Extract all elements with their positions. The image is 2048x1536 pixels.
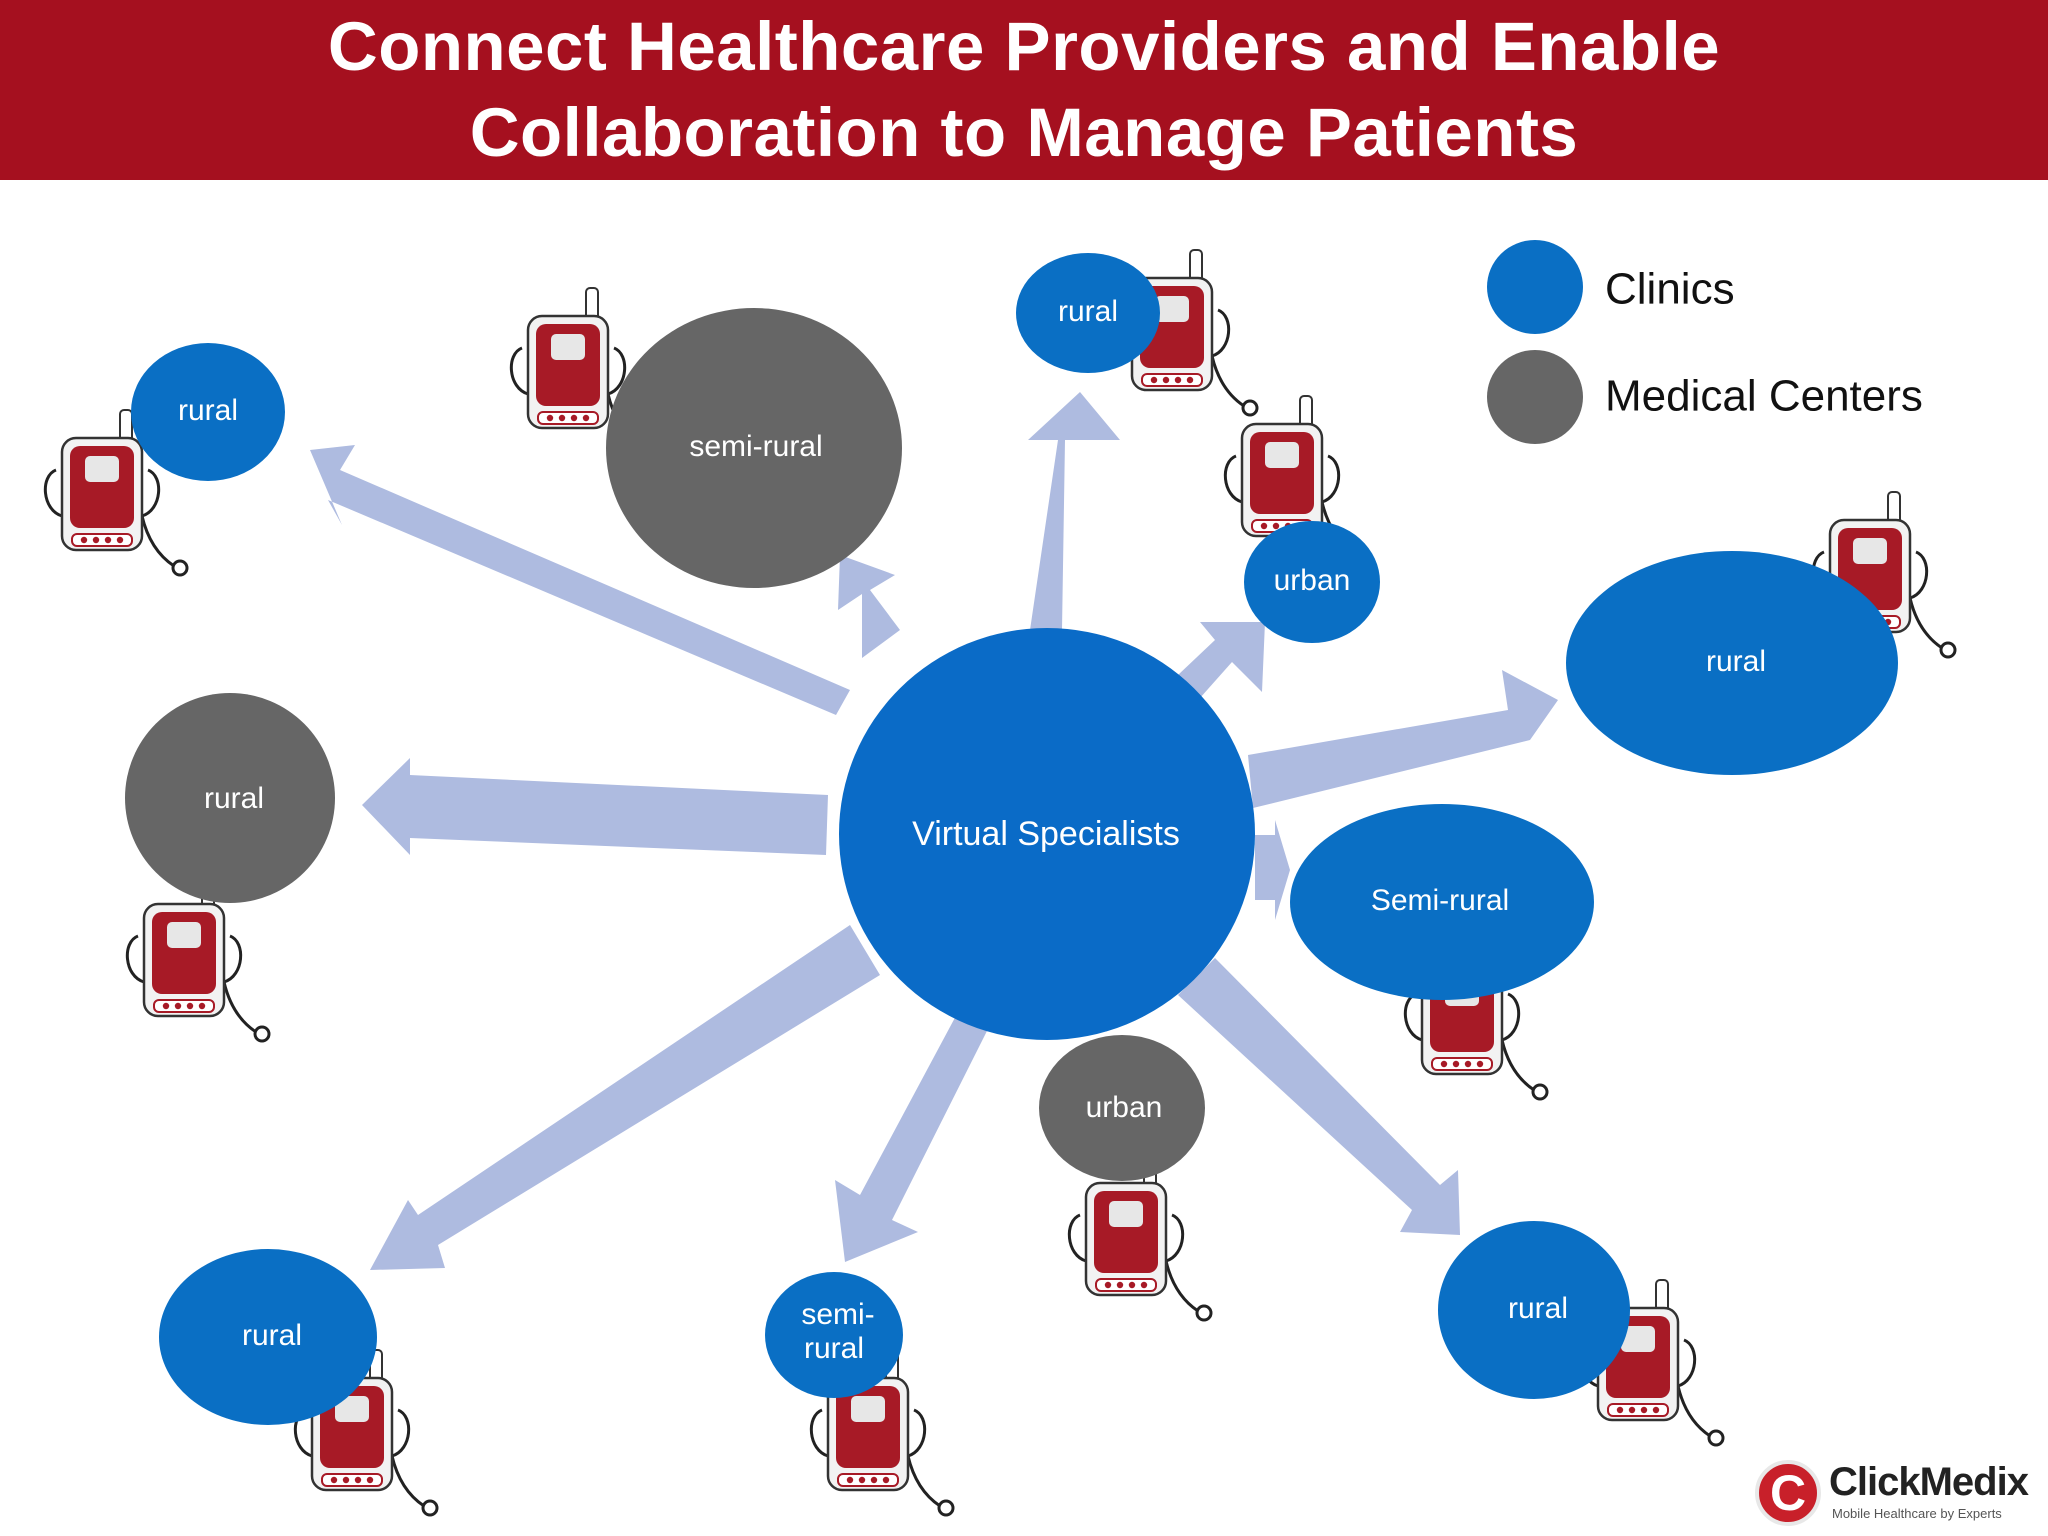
arrow-to-bottom-medical-center bbox=[835, 1012, 990, 1262]
legend-medical-center-swatch bbox=[1487, 350, 1583, 444]
node-top-medical-center: semi-rural bbox=[606, 308, 902, 588]
logo-name: ClickMedix bbox=[1829, 1460, 2029, 1504]
node-top-clinic: rural bbox=[1016, 253, 1160, 373]
logo-mark: C bbox=[1755, 1460, 1821, 1526]
central-node-label: Virtual Specialists bbox=[912, 815, 1180, 853]
legend-medical-centers-label: Medical Centers bbox=[1605, 372, 1923, 421]
node-right-clinic-semi: Semi-rural bbox=[1290, 804, 1594, 1000]
arrow-to-left-medical-center bbox=[362, 758, 828, 855]
node-label: urban bbox=[1274, 564, 1351, 597]
title-line-1: Connect Healthcare Providers and Enable bbox=[327, 8, 1721, 85]
node-label: rural bbox=[242, 1319, 302, 1352]
node-left-medical-center: rural bbox=[125, 693, 335, 903]
node-upper-right-clinic-urban: urban bbox=[1244, 521, 1380, 643]
node-label: semi-rural bbox=[689, 430, 822, 463]
arrow-to-bottom-left-clinic bbox=[370, 925, 880, 1270]
node-label-line-2: rural bbox=[804, 1332, 864, 1365]
node-label: rural bbox=[1706, 645, 1766, 678]
central-node: Virtual Specialists bbox=[839, 628, 1255, 1040]
arrow-to-upper-right-clinic-urban bbox=[1178, 622, 1265, 698]
node-label: rural bbox=[204, 782, 264, 815]
node-label: rural bbox=[1508, 1292, 1568, 1325]
legend: Clinics Medical Centers bbox=[1487, 240, 1923, 444]
node-bottom-medical-center: urban bbox=[1039, 1035, 1205, 1181]
title-line-2: Collaboration to Manage Patients bbox=[469, 94, 1579, 171]
handheld-ecg-device-icon bbox=[1067, 1153, 1213, 1322]
arrow-to-right-clinic bbox=[1248, 670, 1558, 808]
node-bottom-left-clinic: rural bbox=[159, 1249, 377, 1425]
node-label: urban bbox=[1086, 1091, 1163, 1124]
node-bottom-right-clinic: rural bbox=[1438, 1221, 1630, 1399]
connector-arrows bbox=[310, 392, 1558, 1270]
logo-tagline: Mobile Healthcare by Experts bbox=[1832, 1506, 2002, 1521]
node-label: Semi-rural bbox=[1371, 884, 1509, 917]
node-top-left-clinic: rural bbox=[131, 343, 285, 481]
arrow-to-right-clinic-semi bbox=[1255, 820, 1290, 920]
arrow-to-top-left-clinic bbox=[310, 445, 850, 715]
node-label: rural bbox=[178, 394, 238, 427]
node-label-line-1: semi- bbox=[801, 1298, 874, 1331]
node-bottom-clinic-semi: semi- rural bbox=[765, 1272, 903, 1398]
arrow-to-top-medical-center bbox=[838, 555, 900, 658]
clickmedix-logo: C ClickMedix Mobile Healthcare by Expert… bbox=[1755, 1458, 2035, 1530]
arrow-to-bottom-right-clinic bbox=[1178, 958, 1460, 1235]
legend-clinic-swatch bbox=[1487, 240, 1583, 334]
arrow-to-top-clinic bbox=[1028, 392, 1120, 630]
node-right-clinic: rural bbox=[1566, 551, 1898, 775]
legend-clinics-label: Clinics bbox=[1605, 265, 1735, 314]
title-banner: Connect Healthcare Providers and Enable … bbox=[0, 0, 2048, 180]
node-label: rural bbox=[1058, 295, 1118, 328]
